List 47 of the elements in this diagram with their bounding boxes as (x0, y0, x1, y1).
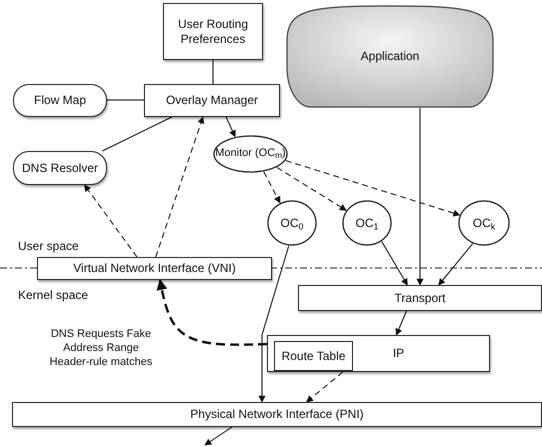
inner-box (274, 341, 353, 371)
edge-label: DNS Requests Fake Address Range Header-rule matches (48, 327, 154, 369)
node-label: Virtual Network Interface (VNI) (73, 261, 236, 276)
node-label: OC$_{1}$ (355, 216, 378, 230)
arrow (204, 426, 232, 446)
rounded-box (13, 84, 107, 117)
node-label: DNS Resolver (22, 160, 98, 176)
region-label: User space (18, 239, 79, 253)
process-box (37, 257, 272, 280)
process-box (12, 402, 542, 427)
arrow (285, 160, 460, 216)
node-label: Overlay Manager (166, 93, 258, 108)
process-box (163, 3, 263, 60)
node-label: OC$_{0}$ (280, 216, 304, 230)
process-box (144, 84, 280, 117)
ellipse-node (342, 200, 392, 246)
arrow (416, 108, 424, 286)
node-label: Route Table (282, 348, 346, 364)
arrow (438, 243, 474, 286)
process-box (267, 335, 490, 372)
node-label: Physical Network Interface (PNI) (190, 407, 364, 422)
node-label: Application (360, 49, 420, 64)
ellipse-node (267, 200, 317, 246)
region-label: Kernel space (18, 288, 88, 302)
arrow (84, 184, 138, 258)
arrow (263, 171, 280, 204)
node-label: Transport (394, 290, 446, 306)
connector-line (102, 116, 172, 152)
arrow (276, 166, 347, 211)
rounded-box (13, 151, 107, 185)
process-box (298, 285, 542, 311)
node-label: User Routing Preferences (176, 17, 250, 46)
ellipse-node (213, 135, 288, 173)
arrow (306, 372, 344, 402)
arrow (258, 245, 290, 403)
arrow (226, 116, 236, 138)
arrow (155, 116, 204, 258)
node-label: OC$_{k}$ (472, 216, 496, 230)
node-label: Flow Map (34, 93, 86, 108)
ellipse-node (458, 200, 510, 246)
node-label: Monitor (OC$_{m}$) (215, 147, 286, 161)
arrow (396, 310, 407, 336)
arrow (156, 278, 268, 346)
arrow (381, 241, 408, 286)
connector-line (212, 60, 214, 84)
application-shape (285, 5, 495, 108)
node-label: IP (392, 346, 404, 361)
